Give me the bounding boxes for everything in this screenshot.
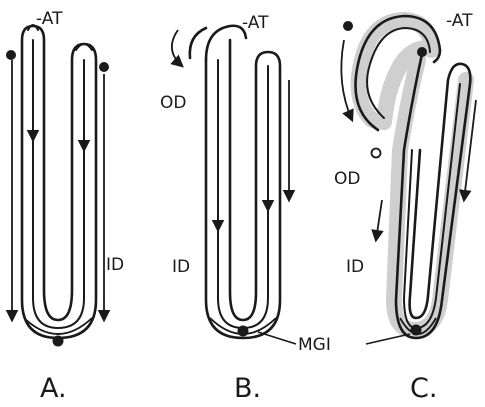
panel-c-dot-top xyxy=(343,21,353,31)
panel-b-flow-duct xyxy=(172,30,182,66)
panel-c: -AT OD ID C. xyxy=(334,11,476,404)
panel-a-dot-bottom xyxy=(53,336,64,347)
panel-c-letter: C. xyxy=(410,373,437,404)
panel-c-od-opening xyxy=(372,149,381,158)
panel-b-od-label: OD xyxy=(160,93,186,113)
mgi-annotation: MGI xyxy=(258,332,410,355)
panel-a-at-label: -AT xyxy=(36,9,63,29)
panel-b-outer-duct xyxy=(206,26,246,60)
panel-a-id-label: ID xyxy=(106,255,124,275)
panel-a-lumen xyxy=(33,40,84,328)
mgi-leader-left xyxy=(258,332,296,344)
panel-c-flow-left xyxy=(376,200,382,240)
panel-c-od-label: OD xyxy=(334,169,360,189)
panel-b-lumen xyxy=(218,60,268,328)
panel-c-dot-inner xyxy=(417,47,427,57)
panel-b-dot-bottom xyxy=(238,326,249,337)
panel-c-at-label: -AT xyxy=(446,11,473,31)
panel-b-outer-duct-inner xyxy=(190,28,206,58)
mgi-leader-right xyxy=(366,334,410,344)
panel-c-flow-duct xyxy=(341,40,352,120)
panel-b-at-label: -AT xyxy=(242,13,269,33)
panel-c-dot-bottom xyxy=(411,325,422,336)
panel-c-id-label: ID xyxy=(346,257,364,277)
panel-a-dot-right xyxy=(99,62,109,72)
mgi-label: MGI xyxy=(298,335,331,355)
panel-a: -AT ID A. xyxy=(6,9,124,404)
panel-b-id-label: ID xyxy=(172,257,190,277)
panel-a-letter: A. xyxy=(40,373,67,404)
panel-a-dot-left xyxy=(6,50,16,60)
panel-b-letter: B. xyxy=(234,373,261,404)
panel-b: -AT OD ID B. xyxy=(160,13,289,404)
